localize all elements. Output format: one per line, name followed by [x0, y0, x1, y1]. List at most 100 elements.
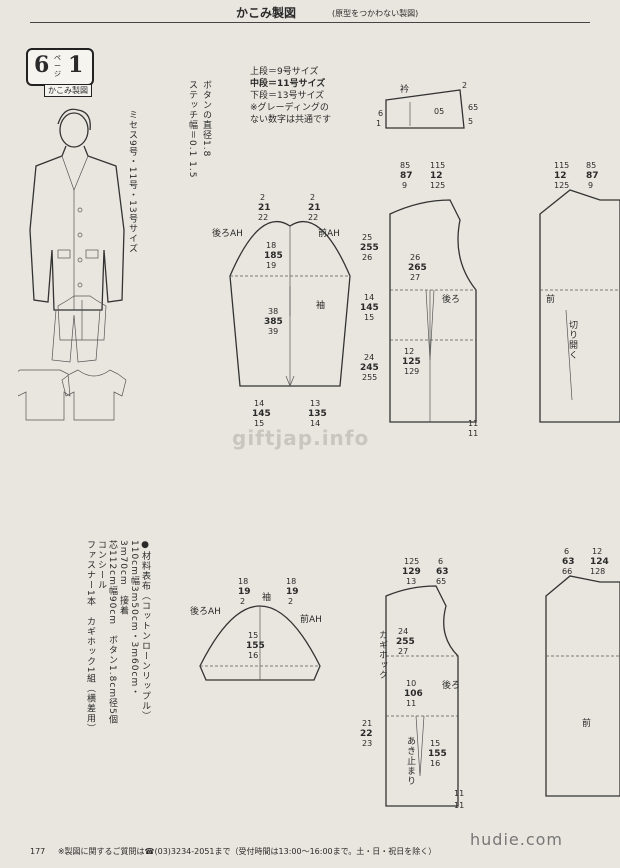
usleeve-num-145: 145	[252, 409, 271, 419]
uback-num-9: 9	[402, 181, 407, 190]
lback-num-15: 15	[430, 739, 440, 748]
lsleeve-num-15: 15	[248, 631, 258, 640]
uback-num-25: 25	[362, 233, 372, 242]
footer-text: ※製図に関するご質問は☎(03)3234-2051まで（受付時間は13:00〜1…	[57, 847, 437, 856]
collar-pattern: 6 1 05 2 65 5	[376, 81, 478, 129]
lsleeve-num-16: 16	[248, 651, 258, 660]
usleeve-num-385: 385	[264, 317, 283, 327]
upper-sleeve-label: 袖	[316, 301, 326, 311]
lback-num-125: 125	[404, 557, 419, 566]
lback-num-155: 155	[428, 749, 447, 759]
collar-num-2: 2	[462, 81, 467, 90]
usleeve-num-39: 39	[268, 327, 278, 336]
legend-line-5: ない数字は共通です	[250, 115, 332, 125]
page-header: かこみ製図 (原型をつかわない製図)	[0, 2, 620, 23]
usleeve-num-21b: 21	[308, 203, 321, 213]
collar-num-65: 65	[468, 103, 478, 112]
lower-sleeve-label: 袖	[262, 593, 272, 603]
lfront-num-12: 12	[592, 547, 602, 556]
lback-num-22: 22	[360, 729, 373, 739]
lower-front-ah: 前AH	[300, 615, 322, 625]
uback-num-15: 15	[364, 313, 374, 322]
lower-back-ah: 後ろAH	[190, 607, 221, 617]
collar-num-05: 05	[434, 107, 444, 116]
ufront-num-9: 9	[588, 181, 593, 190]
lback-num-10: 10	[406, 679, 416, 688]
uback-num-11a: 11	[468, 419, 478, 428]
ufront-num-125: 125	[554, 181, 569, 190]
upper-front-label: 前	[546, 295, 556, 305]
uback-num-255: 255	[360, 243, 379, 253]
badge-item: 1	[68, 52, 84, 78]
lfront-num-63: 63	[562, 557, 575, 567]
badge-page-word: ページ	[54, 54, 61, 78]
lower-sleeve-pattern: 18 19 2 18 19 2 15 155 16	[199, 577, 321, 681]
upper-sleeve-pattern: 2 21 22 2 21 22 18 185 19 38 385 39 14 1…	[229, 193, 351, 426]
watermark-corner: hudie.com	[470, 830, 563, 849]
legend-line-1: 上段＝9号サイズ	[250, 67, 319, 77]
header-subtitle: (原型をつかわない製図)	[332, 9, 419, 18]
materials-line-3: 芯112cm幅90cm ボタン1.8cm径5個 コンシール	[96, 540, 117, 735]
materials-block: ●材料表布（コットンローンリップル） 110cm幅3m50cm・3m60cm・3…	[84, 540, 150, 740]
usleeve-num-22a: 22	[258, 213, 268, 222]
uback-num-129: 129	[404, 367, 419, 376]
uback-num-87: 87	[400, 171, 413, 181]
legend-line-3: 下段＝13号サイズ	[250, 91, 325, 101]
usleeve-num-38: 38	[268, 307, 278, 316]
uback-num-24: 24	[364, 353, 374, 362]
lback-num-106: 106	[404, 689, 423, 699]
lsleeve-num-18a: 18	[238, 577, 248, 586]
slit-end-label: あき止まり	[405, 736, 415, 786]
lower-back-pattern: 125 129 13 6 63 65 24 255 27 10 106 11 1…	[360, 557, 464, 810]
lback-num-13: 13	[406, 577, 416, 586]
lback-num-24: 24	[398, 627, 408, 636]
lback-num-23: 23	[362, 739, 372, 748]
size-range-text: ミセス9号・11号・13号サイズ	[127, 110, 137, 254]
lback-num-6: 6	[438, 557, 443, 566]
materials-heading: ●材料	[140, 540, 150, 571]
uback-num-125: 125	[430, 181, 445, 190]
usleeve-num-22b: 22	[308, 213, 318, 222]
badge-number: 6	[34, 52, 50, 78]
lback-num-65: 65	[436, 577, 446, 586]
lsleeve-num-2b: 2	[288, 597, 293, 606]
lsleeve-num-18b: 18	[286, 577, 296, 586]
upper-front-pattern: 115 12 125 85 87 9	[539, 161, 620, 423]
usleeve-num-2b: 2	[310, 193, 315, 202]
legend-line-2: 中段＝11号サイズ	[250, 79, 326, 89]
lsleeve-num-155: 155	[246, 641, 265, 651]
uback-num-27: 27	[410, 273, 420, 282]
uback-num-145: 145	[360, 303, 379, 313]
lback-num-129: 129	[402, 567, 421, 577]
uback-num-11b: 11	[468, 429, 478, 438]
uback-num-26: 26	[362, 253, 372, 262]
badge-label: かこみ製図	[44, 84, 92, 97]
uback-num-12: 12	[430, 171, 443, 181]
ufront-num-87: 87	[586, 171, 599, 181]
uback-num-14: 14	[364, 293, 374, 302]
lback-num-27: 27	[398, 647, 408, 656]
usleeve-num-13: 13	[310, 399, 320, 408]
materials-line-2: 110cm幅3m50cm・3m60cm・3m70cm 接着	[118, 540, 139, 698]
lfront-num-6: 6	[564, 547, 569, 556]
materials-line-1: 表布（コットンローンリップル）	[140, 571, 150, 721]
watermark-center: giftjap.info	[232, 426, 370, 450]
usleeve-num-19: 19	[266, 261, 276, 270]
uback-num-115: 115	[430, 161, 445, 170]
uback-num-85: 85	[400, 161, 410, 170]
lfront-num-124: 124	[590, 557, 609, 567]
ufront-num-115: 115	[554, 161, 569, 170]
upper-back-ah: 後ろAH	[212, 229, 243, 239]
lower-front-pattern: 6 63 66 12 124 128	[545, 547, 620, 797]
lback-num-63: 63	[436, 567, 449, 577]
upper-back-pattern: 85 87 9 115 12 125 25 255 26 26 265 27 1…	[360, 161, 478, 438]
usleeve-num-185: 185	[264, 251, 283, 261]
footer-page-number: 177	[30, 847, 46, 856]
usleeve-num-14b: 14	[310, 419, 320, 426]
lsleeve-num-2a: 2	[240, 597, 245, 606]
header-rule	[30, 22, 590, 23]
stitch-note: ステッチ幅＝0.1 1.5	[187, 80, 197, 179]
collar-label: 衿	[400, 85, 410, 95]
usleeve-num-135: 135	[308, 409, 327, 419]
usleeve-num-2a: 2	[260, 193, 265, 202]
